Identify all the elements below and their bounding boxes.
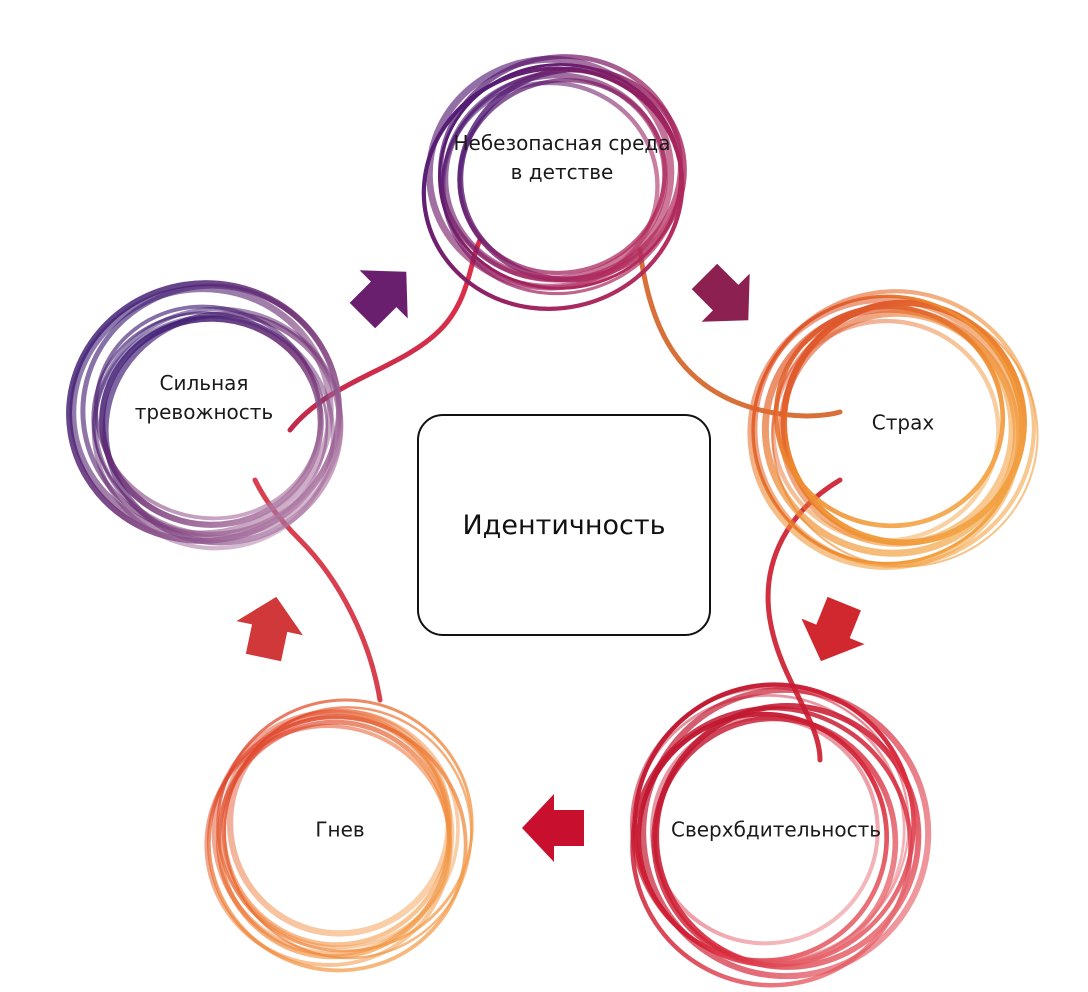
arrow-left-icon	[522, 794, 584, 862]
node-label-line: в детстве	[510, 160, 614, 184]
arrow-unsafe-env-to-fear	[691, 263, 750, 322]
arrow-anger-to-anxiety	[236, 596, 303, 662]
node-label-hypervigilance: Сверхбдительность	[671, 816, 881, 845]
arrow-up-icon	[236, 596, 303, 662]
node-label-line: Страх	[871, 410, 935, 435]
node-label-line: Сверхбдительность	[670, 817, 882, 842]
swirl-fear	[747, 289, 1039, 570]
swirl-hypervigilance	[629, 682, 932, 988]
swirl-ring	[771, 318, 1001, 543]
arrow-down-icon	[801, 596, 865, 662]
swirl-ring	[442, 72, 669, 282]
swirl-ring	[102, 311, 344, 546]
swirl-anxiety	[66, 280, 344, 551]
node-label-line: тревожность	[134, 400, 274, 424]
node-label-unsafe-env: Небезопасная среда в детстве	[454, 129, 671, 187]
arrow-fear-to-hypervigilance	[801, 596, 865, 662]
tail-anger-to-anxiety	[252, 477, 383, 703]
arrow-down-right-icon	[691, 263, 750, 322]
swirl-ring	[221, 714, 452, 947]
swirl-anger	[204, 698, 474, 973]
swirl-unsafe-env	[421, 54, 687, 311]
swirl-ring	[773, 304, 1006, 529]
swirl-ring	[630, 705, 913, 988]
swirl-ring	[640, 686, 932, 980]
swirl-ring	[426, 55, 675, 291]
tail-top-to-fear	[637, 247, 843, 419]
swirl-ring	[94, 304, 323, 521]
node-label-anxiety: Сильная тревожность	[135, 369, 273, 427]
swirl-ring	[93, 306, 344, 540]
node-label-line: Гнев	[315, 817, 365, 842]
arrow-up-right-icon	[349, 270, 408, 329]
center-label: Идентичность	[462, 509, 666, 541]
node-label-anger: Гнев	[315, 816, 364, 845]
arrow-anxiety-to-unsafe-env	[349, 270, 408, 329]
node-label-line: Небезопасная среда	[453, 131, 671, 155]
swirl-ring	[653, 703, 922, 970]
arrow-hypervigilance-to-anger	[522, 794, 584, 862]
node-label-line: Сильная	[159, 371, 249, 395]
swirl-ring	[440, 69, 683, 296]
node-label-fear: Страх	[872, 409, 934, 438]
swirl-ring	[747, 296, 1023, 570]
swirl-ring	[636, 711, 890, 964]
center-node-identity: Идентичность	[417, 414, 711, 636]
